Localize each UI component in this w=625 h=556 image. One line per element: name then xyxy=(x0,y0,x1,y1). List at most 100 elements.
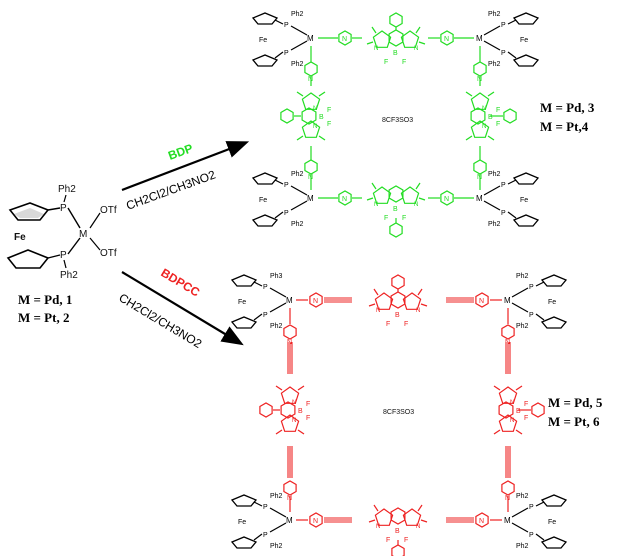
ph2-bottom-label: Ph2 xyxy=(60,270,78,281)
ph2-label: Ph2 xyxy=(291,61,304,68)
metal-atom: M xyxy=(476,194,483,203)
pyridine-n: N xyxy=(479,298,484,305)
boron-atom: B xyxy=(516,408,521,415)
cp-ring xyxy=(512,172,540,185)
pyrrole-ring xyxy=(374,292,394,310)
fe-atom: Fe xyxy=(259,197,267,204)
p-atom: P xyxy=(284,22,289,29)
pyridine-ring xyxy=(440,30,454,46)
p-atom: P xyxy=(501,22,506,29)
pyrrole-ring xyxy=(372,30,392,48)
metal-atom: M xyxy=(504,296,511,305)
nitrogen-atom: N xyxy=(376,524,380,530)
arrow-top xyxy=(121,141,250,192)
fluorine-atom: F xyxy=(496,121,500,128)
fe-atom: Fe xyxy=(548,299,556,306)
nitrogen-atom: N xyxy=(482,124,486,130)
nitrogen-atom: N xyxy=(313,106,317,112)
cp-ring xyxy=(251,54,279,67)
cp-ring xyxy=(540,536,568,549)
pyridine-ring xyxy=(309,292,323,308)
fe-atom: Fe xyxy=(520,37,528,44)
ph2-top-label: Ph2 xyxy=(58,184,76,195)
nitrogen-atom: N xyxy=(414,46,418,52)
compound-label-3: M = Pd, 3 xyxy=(540,100,595,115)
reagent-bdpcc: BDPCC xyxy=(158,266,202,300)
fluorine-atom: F xyxy=(386,537,390,544)
cp-ring xyxy=(512,12,540,25)
cp-ring xyxy=(512,54,540,67)
bodipy-center-ring xyxy=(388,29,404,47)
pyrrole-ring xyxy=(374,508,394,526)
otf-1-label: OTf xyxy=(100,205,117,216)
ph2-label: Ph3 xyxy=(270,273,283,280)
pyridine-ring xyxy=(309,512,323,528)
nitrogen-atom: N xyxy=(510,400,514,406)
reagent-bdp: BDP xyxy=(166,141,195,163)
p-atom: P xyxy=(501,210,506,217)
cp-ring xyxy=(251,12,279,25)
p-atom: P xyxy=(284,182,289,189)
boron-atom: B xyxy=(395,312,400,319)
nitrogen-atom: N xyxy=(482,106,486,112)
nitrogen-atom: N xyxy=(374,202,378,208)
bodipy-center-ring xyxy=(388,185,404,203)
pyridine-n: N xyxy=(444,36,449,43)
ph2-label: Ph2 xyxy=(270,493,283,500)
bodipy-center-ring xyxy=(390,291,406,309)
p-bottom-label: P xyxy=(60,250,67,261)
fluorine-atom: F xyxy=(384,215,388,222)
cp-ring xyxy=(251,214,279,227)
cp-ring xyxy=(512,214,540,227)
compound-label-6: M = Pt, 6 xyxy=(548,414,600,429)
compound-label-2: M = Pt, 2 xyxy=(18,310,69,325)
ph2-label: Ph2 xyxy=(291,171,304,178)
fluorine-atom: F xyxy=(524,415,528,422)
phenyl-ring xyxy=(391,274,405,290)
fe-atom: Fe xyxy=(520,197,528,204)
pyridine-n: N xyxy=(444,196,449,203)
pyridine-ring xyxy=(473,61,487,77)
p-atom: P xyxy=(263,532,268,539)
boron-atom: B xyxy=(395,528,400,535)
fluorine-atom: F xyxy=(404,321,408,328)
fe-atom: Fe xyxy=(238,299,246,306)
phenyl-ring xyxy=(259,402,273,418)
fluorine-atom: F xyxy=(306,415,310,422)
cp-ring-top xyxy=(8,202,50,221)
pyrrole-ring xyxy=(372,186,392,204)
starting-complex: Fe P P Ph2 Ph2 M OTf OTf M = Pd, 1 M = P… xyxy=(6,184,117,325)
fe-atom: Fe xyxy=(548,519,556,526)
pyrrole-ring xyxy=(400,186,420,204)
compound-label-1: M = Pd, 1 xyxy=(18,292,72,307)
pyridine-n: N xyxy=(342,196,347,203)
boron-atom: B xyxy=(488,114,493,121)
cp-ring xyxy=(230,274,258,287)
cp-ring xyxy=(230,316,258,329)
p-atom: P xyxy=(529,284,534,291)
pyrrole-ring xyxy=(400,30,420,48)
fluorine-atom: F xyxy=(524,401,528,408)
otf-2-label: OTf xyxy=(100,248,117,259)
ph2-label: Ph2 xyxy=(488,61,501,68)
solvent-top: CH2Cl2/CH3NO2 xyxy=(124,167,217,212)
cp-ring xyxy=(230,494,258,507)
fe-atom: Fe xyxy=(238,519,246,526)
metal-atom: M xyxy=(307,194,314,203)
pyridine-n: N xyxy=(342,36,347,43)
metal-atom: M xyxy=(504,516,511,525)
p-atom: P xyxy=(263,312,268,319)
fluorine-atom: F xyxy=(402,215,406,222)
ph2-label: Ph2 xyxy=(516,273,529,280)
p-top-label: P xyxy=(60,203,67,214)
ph2-label: Ph2 xyxy=(488,11,501,18)
pyrrole-ring xyxy=(280,414,300,432)
ph2-label: Ph2 xyxy=(516,323,529,330)
p-atom: P xyxy=(529,504,534,511)
arrow-top-group: BDP CH2Cl2/CH3NO2 xyxy=(121,141,250,213)
pyrrole-ring xyxy=(402,292,422,310)
p-atom: P xyxy=(263,284,268,291)
phenyl-ring xyxy=(389,12,403,28)
boron-atom: B xyxy=(393,50,398,57)
